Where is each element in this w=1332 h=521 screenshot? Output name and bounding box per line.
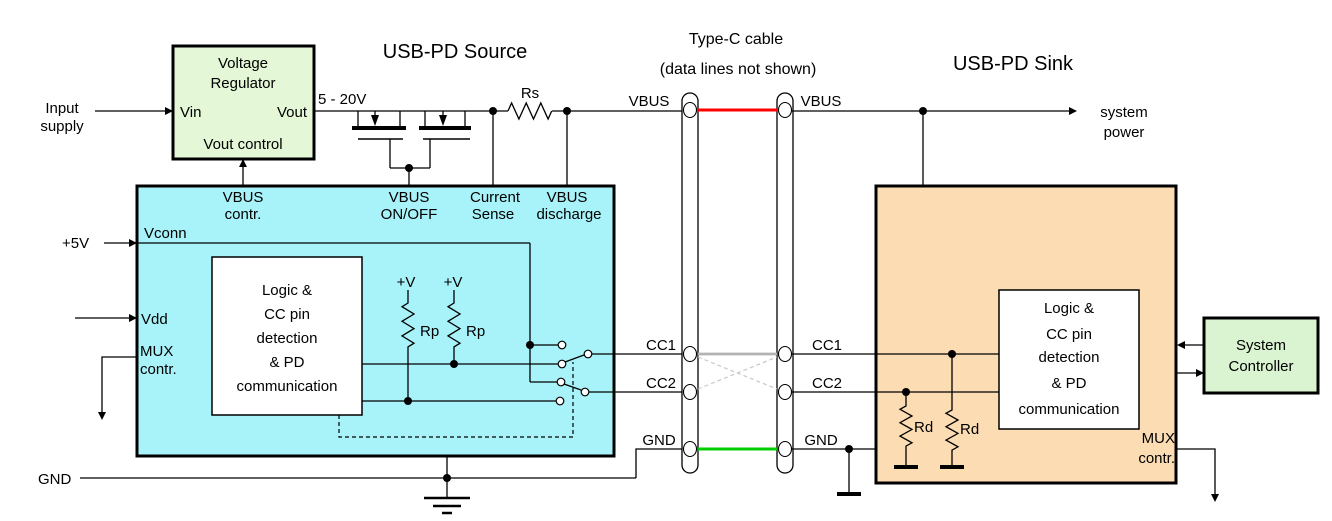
label-sink-logic-5: communication: [1019, 401, 1120, 418]
label-cc1-right: CC1: [812, 337, 842, 354]
cable-connector-right: [776, 92, 794, 474]
vdd-wire: [75, 314, 137, 322]
vbus-contr-arrow: [239, 159, 247, 186]
label-system-power-1: system: [1100, 104, 1148, 121]
label-sink-logic-4: & PD: [1051, 375, 1086, 392]
label-rs: Rs: [521, 85, 539, 102]
label-cc1-left: CC1: [646, 337, 676, 354]
back-to-back-fet-switch: [352, 111, 471, 186]
label-sink-logic-2: CC pin: [1046, 326, 1092, 343]
label-current-sense-1: Current: [470, 189, 521, 206]
cable-cc-cross-wires: [697, 356, 778, 390]
label-source-logic-1: Logic &: [262, 282, 312, 299]
ground-symbol-source: [424, 478, 470, 515]
voltage-regulator-box: [171, 44, 316, 161]
plus5v-wire: [104, 239, 137, 247]
label-plus-v-1: +V: [397, 274, 416, 291]
label-regulator-title-2: Regulator: [210, 75, 275, 92]
label-gnd-main: GND: [38, 471, 72, 488]
title-usb-pd-source: USB-PD Source: [383, 41, 528, 63]
label-vout: Vout: [277, 104, 308, 121]
rd-pulldown-2: [940, 354, 964, 469]
label-system-controller-2: Controller: [1228, 358, 1293, 375]
cable-pins: [682, 101, 793, 458]
vbus-sink-wire: [792, 107, 1077, 186]
label-vin: Vin: [180, 104, 201, 121]
label-vbus-contr-2: contr.: [225, 206, 262, 223]
label-rp-1: Rp: [420, 323, 439, 340]
label-gnd-left: GND: [642, 432, 676, 449]
system-controller-wires: [1176, 341, 1204, 377]
source-mux-wire: [98, 356, 137, 420]
rs-sense-resistor: [489, 101, 571, 186]
source-logic-box: [211, 256, 363, 416]
label-input-supply-2: supply: [40, 118, 84, 135]
sink-mux-wire: [1176, 448, 1219, 502]
gnd-sink-wire: [792, 445, 876, 496]
label-vbus-discharge-1: VBUS: [547, 189, 588, 206]
label-vbus-right: VBUS: [801, 93, 842, 110]
label-system-controller-1: System: [1236, 337, 1286, 354]
label-sink-mux-2: contr.: [1138, 450, 1175, 467]
label-input-supply-1: Input: [45, 100, 79, 117]
label-source-logic-2: CC pin: [264, 306, 310, 323]
gnd-wire-main: [80, 448, 683, 482]
label-source-logic-5: communication: [237, 378, 338, 395]
cc-switch-network: [338, 243, 593, 438]
label-sink-logic-1: Logic &: [1044, 300, 1094, 317]
label-sink-logic-3: detection: [1039, 349, 1100, 366]
title-usb-pd-sink: USB-PD Sink: [953, 53, 1074, 75]
label-current-sense-2: Sense: [472, 206, 515, 223]
label-vdd: Vdd: [141, 311, 168, 328]
label-vconn: Vconn: [144, 225, 187, 242]
label-rd-1: Rd: [914, 419, 933, 436]
label-source-logic-4: & PD: [269, 354, 304, 371]
label-regulator-title-1: Voltage: [218, 55, 268, 72]
label-vbus-discharge-2: discharge: [536, 206, 601, 223]
label-gnd-right: GND: [804, 432, 838, 449]
label-rp-2: Rp: [466, 323, 485, 340]
label-sink-mux-1: MUX: [1142, 430, 1175, 447]
label-vbus-left: VBUS: [629, 93, 670, 110]
label-plus-v-2: +V: [444, 274, 463, 291]
label-5-20v: 5 - 20V: [318, 91, 366, 108]
label-vbus-onoff-2: ON/OFF: [381, 206, 438, 223]
label-source-mux-2: contr.: [140, 361, 177, 378]
usb-pd-source-controller-box: [135, 184, 616, 458]
label-rd-2: Rd: [960, 421, 979, 438]
rd-pulldown-1: [894, 392, 918, 469]
label-source-logic-3: detection: [257, 330, 318, 347]
sink-logic-box: [998, 289, 1140, 430]
label-plus5v: +5V: [62, 235, 89, 252]
cc1-cc2-source-wires: [589, 353, 683, 393]
cable-connector-left: [681, 92, 699, 474]
label-cc2-right: CC2: [812, 375, 842, 392]
title-type-c-cable: Type-C cable: [689, 31, 783, 48]
input-supply-wire: [95, 107, 173, 115]
label-system-power-2: power: [1104, 124, 1145, 141]
label-vout-control: Vout control: [203, 136, 282, 153]
label-vbus-contr-1: VBUS: [223, 189, 264, 206]
label-vbus-onoff-1: VBUS: [389, 189, 430, 206]
system-controller-box: [1202, 316, 1320, 395]
title-cable-note: (data lines not shown): [660, 61, 817, 78]
label-source-mux-1: MUX: [140, 343, 173, 360]
label-cc2-left: CC2: [646, 375, 676, 392]
